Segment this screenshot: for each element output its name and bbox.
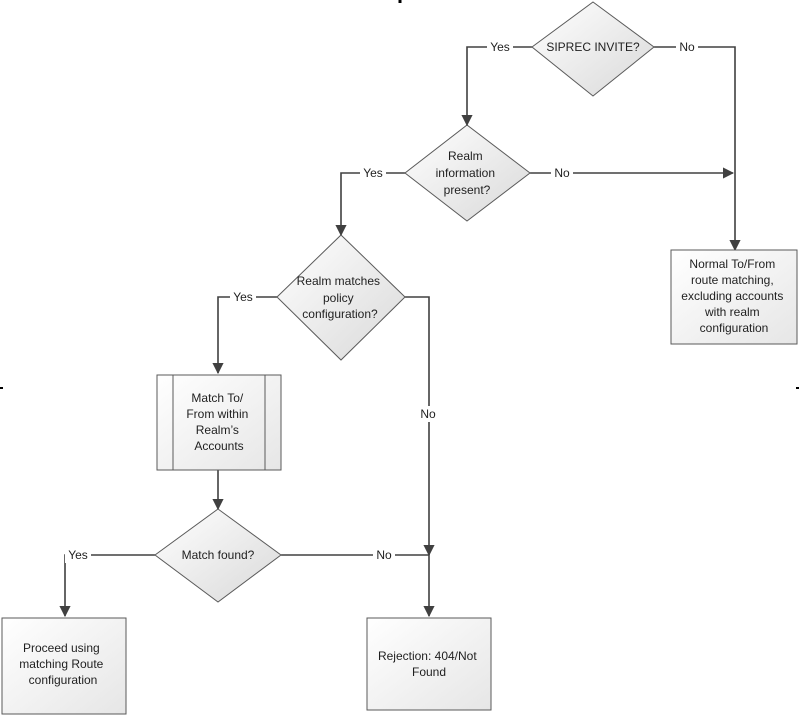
edge-label-realm-matches-yes: Yes (230, 289, 256, 305)
edge-siprec-yes (461, 46, 532, 127)
decision-realm-matches-policy: Realm matches policy configuration? (276, 234, 406, 361)
decision-match-found: Match found? (154, 508, 282, 603)
svg-text:Yes: Yes (233, 290, 253, 304)
svg-text:No: No (420, 407, 436, 421)
edge-label-realm-matches-no: No (417, 406, 439, 422)
svg-text:Yes: Yes (363, 166, 383, 180)
edge-label-match-found-no: No (373, 547, 395, 563)
svg-text:No: No (554, 166, 570, 180)
svg-text:No: No (376, 548, 392, 562)
decision-realm-info-present: Realm information present? (404, 124, 531, 222)
edge-match-found-no (281, 554, 435, 618)
process-normal-route-matching-text: Normal To/From route matching, excluding… (681, 257, 786, 335)
edge-siprec-no (654, 46, 741, 252)
subprocess-match-within-realm-accounts: Match To/ From within Realm’s Accounts (156, 374, 282, 471)
edge-label-siprec-yes: Yes (487, 39, 513, 55)
edge-realm-matches-yes (212, 296, 277, 375)
edge-realm-matches-no (405, 296, 435, 557)
decision-siprec-invite-text: SIPREC INVITE? (546, 40, 640, 54)
decision-realm-info-present-text: Realm information present? (436, 149, 499, 197)
edge-label-siprec-no: No (676, 39, 698, 55)
subprocess-match-within-text: Match To/ From within Realm’s Accounts (186, 391, 251, 453)
terminal-proceed-using-route: Proceed using matching Route configurati… (1, 617, 127, 715)
terminal-rejection-text: Rejection: 404/Not Found (378, 649, 480, 679)
edge-label-match-found-yes: Yes (65, 547, 91, 563)
decision-realm-matches-policy-text: Realm matches policy configuration? (297, 274, 384, 321)
svg-text:No: No (679, 40, 695, 54)
decision-match-found-text: Match found? (182, 548, 255, 562)
edge-label-realm-present-no: No (551, 165, 573, 181)
svg-text:Yes: Yes (68, 548, 88, 562)
decision-siprec-invite: SIPREC INVITE? (531, 1, 655, 97)
edge-match-found-yes (59, 554, 155, 618)
edge-realm-present-yes (335, 172, 405, 237)
process-normal-route-matching: Normal To/From route matching, excluding… (670, 249, 798, 345)
terminal-proceed-text: Proceed using matching Route configurati… (19, 641, 106, 687)
terminal-rejection: Rejection: 404/Not Found (366, 617, 492, 711)
edge-label-realm-present-yes: Yes (360, 165, 386, 181)
svg-text:Yes: Yes (490, 40, 510, 54)
